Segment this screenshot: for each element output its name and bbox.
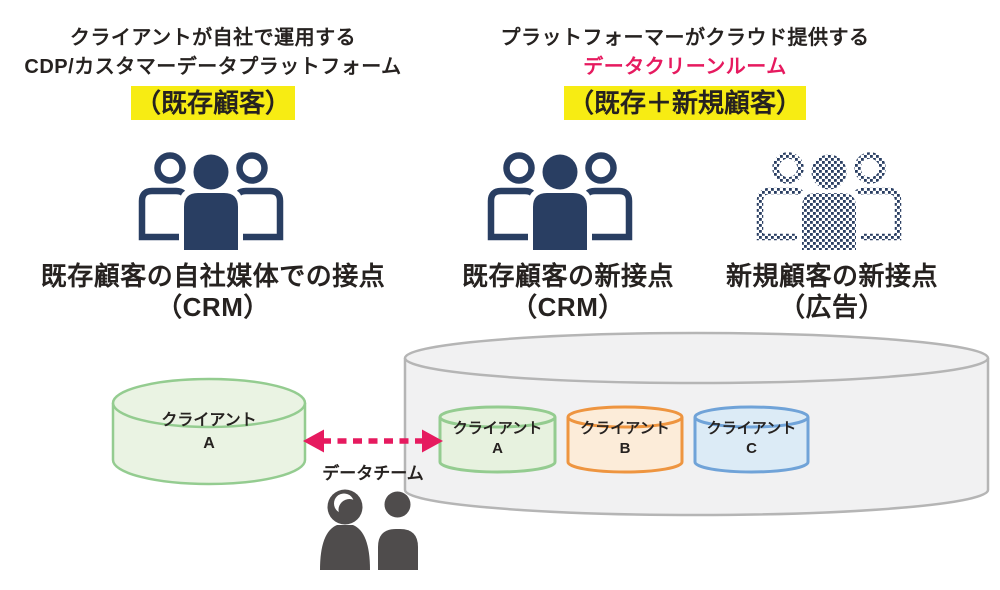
people-group-dotted-icon — [756, 149, 902, 250]
header-data-clean-room: プラットフォーマーがクラウド提供する データクリーンルーム （既存＋新規顧客） — [450, 24, 920, 120]
touchpoint-label-new-ads-line1: 新規顧客の新接点 — [725, 261, 938, 291]
data-team-label: データチーム — [322, 464, 424, 483]
header-client-cdp-line1: クライアントが自社で運用する — [69, 27, 357, 49]
clean-room-cylinder-a — [438, 405, 557, 474]
touchpoint-label-own-media-line1: 既存顧客の自社媒体での接点 — [40, 261, 386, 291]
touchpoint-label-own-media: 既存顧客の自社媒体での接点 （CRM） — [3, 261, 423, 323]
data-sync-arrow-icon — [303, 429, 443, 453]
client-cdp-cylinder-label-line1: クライアント — [161, 412, 257, 429]
touchpoint-label-new-ads: 新規顧客の新接点 （広告） — [682, 261, 982, 323]
touchpoint-label-existing-new: 既存顧客の新接点 （CRM） — [418, 261, 718, 323]
touchpoint-label-existing-new-line2: （CRM） — [511, 292, 625, 322]
header-data-clean-room-line2: データクリーンルーム — [583, 56, 787, 78]
clean-room-cylinder-c — [693, 405, 810, 474]
clean-room-cylinder-b — [566, 405, 684, 474]
client-cdp-cylinder — [111, 377, 307, 486]
existing-customers-highlight: （既存顧客） — [130, 86, 295, 120]
clean-room-cylinder-a-label: クライアント A — [440, 419, 555, 459]
touchpoint-label-new-ads-line2: （広告） — [778, 292, 885, 322]
people-group-solid-icon — [138, 149, 284, 250]
cylinder-a-line2: A — [492, 440, 503, 457]
touchpoint-label-own-media-line2: （CRM） — [156, 292, 270, 322]
cylinder-c-line2: C — [746, 440, 757, 457]
client-cdp-cylinder-label: クライアント A — [113, 409, 305, 455]
cylinder-b-line1: クライアント — [580, 420, 670, 437]
header-client-cdp-line2: CDP/カスタマーデータプラットフォーム — [24, 56, 402, 78]
existing-plus-new-customers-highlight: （既存＋新規顧客） — [563, 86, 806, 120]
touchpoint-label-existing-new-line1: 既存顧客の新接点 — [461, 261, 674, 291]
cylinder-b-line2: B — [619, 440, 631, 457]
cylinder-a-line1: クライアント — [452, 420, 543, 437]
people-group-solid-icon — [487, 149, 633, 250]
client-cdp-cylinder-label-line2: A — [203, 435, 215, 452]
cylinder-c-line1: クライアント — [706, 420, 797, 437]
clean-room-cylinder-c-label: クライアント C — [695, 419, 808, 459]
two-people-silhouette-icon — [320, 489, 418, 570]
header-data-clean-room-line1: プラットフォーマーがクラウド提供する — [500, 27, 870, 49]
header-client-cdp: クライアントが自社で運用する CDP/カスタマーデータプラットフォーム （既存顧… — [0, 24, 426, 120]
clean-room-cylinder-b-label: クライアント B — [568, 419, 682, 459]
